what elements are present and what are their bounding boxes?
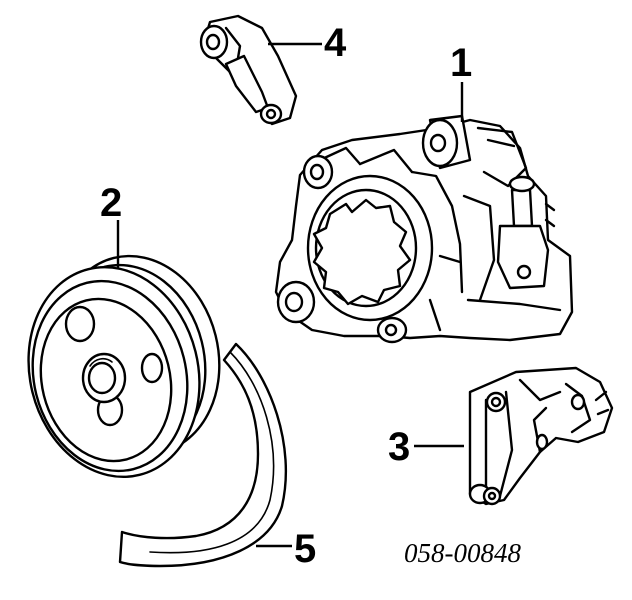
part-5-belt — [118, 342, 288, 568]
part-1-pump — [274, 114, 574, 344]
callout-3: 3 — [388, 425, 410, 469]
part-2-pulley — [27, 254, 221, 479]
callout-4: 4 — [324, 21, 347, 65]
callout-1: 1 — [450, 41, 472, 85]
diagram-id: 058-00848 — [404, 538, 521, 568]
part-3-bracket — [468, 366, 614, 506]
callout-5: 5 — [294, 527, 316, 571]
part-4-bracket — [199, 14, 298, 126]
callout-2: 2 — [100, 181, 122, 225]
